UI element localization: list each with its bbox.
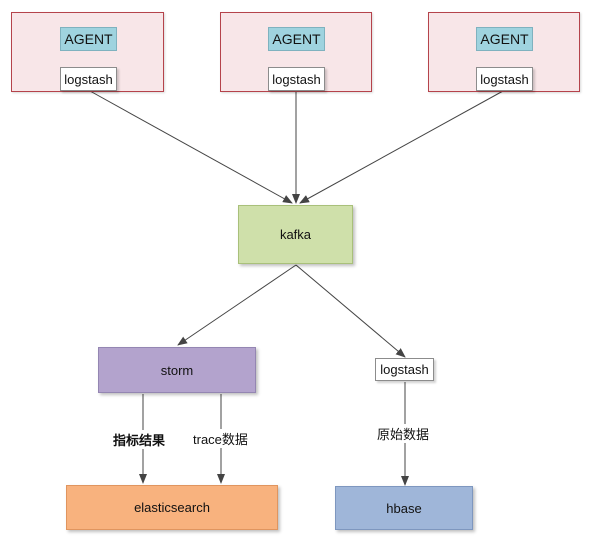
kafka-node: kafka: [238, 205, 353, 264]
agent-label-1: AGENT: [60, 27, 117, 51]
elasticsearch-node: elasticsearch: [66, 485, 278, 530]
edge-label-raw-data: 原始数据: [377, 424, 430, 443]
edge-agent1-to-kafka: [89, 90, 293, 204]
agent-logstash-1: logstash: [60, 67, 117, 91]
logstash-node: logstash: [375, 358, 434, 381]
agent-label-3: AGENT: [476, 27, 533, 51]
storm-node: storm: [98, 347, 256, 393]
edge-agent3-to-kafka: [299, 90, 504, 204]
hbase-node: hbase: [335, 486, 473, 530]
edge-label-metrics-result: 指标结果: [113, 430, 166, 449]
agent-logstash-3: logstash: [476, 67, 533, 91]
agent-logstash-2: logstash: [268, 67, 325, 91]
edge-kafka-to-storm: [177, 264, 297, 346]
edge-kafka-to-logstash: [295, 264, 406, 358]
edge-label-trace-data: trace数据: [193, 429, 248, 448]
agent-label-2: AGENT: [268, 27, 325, 51]
